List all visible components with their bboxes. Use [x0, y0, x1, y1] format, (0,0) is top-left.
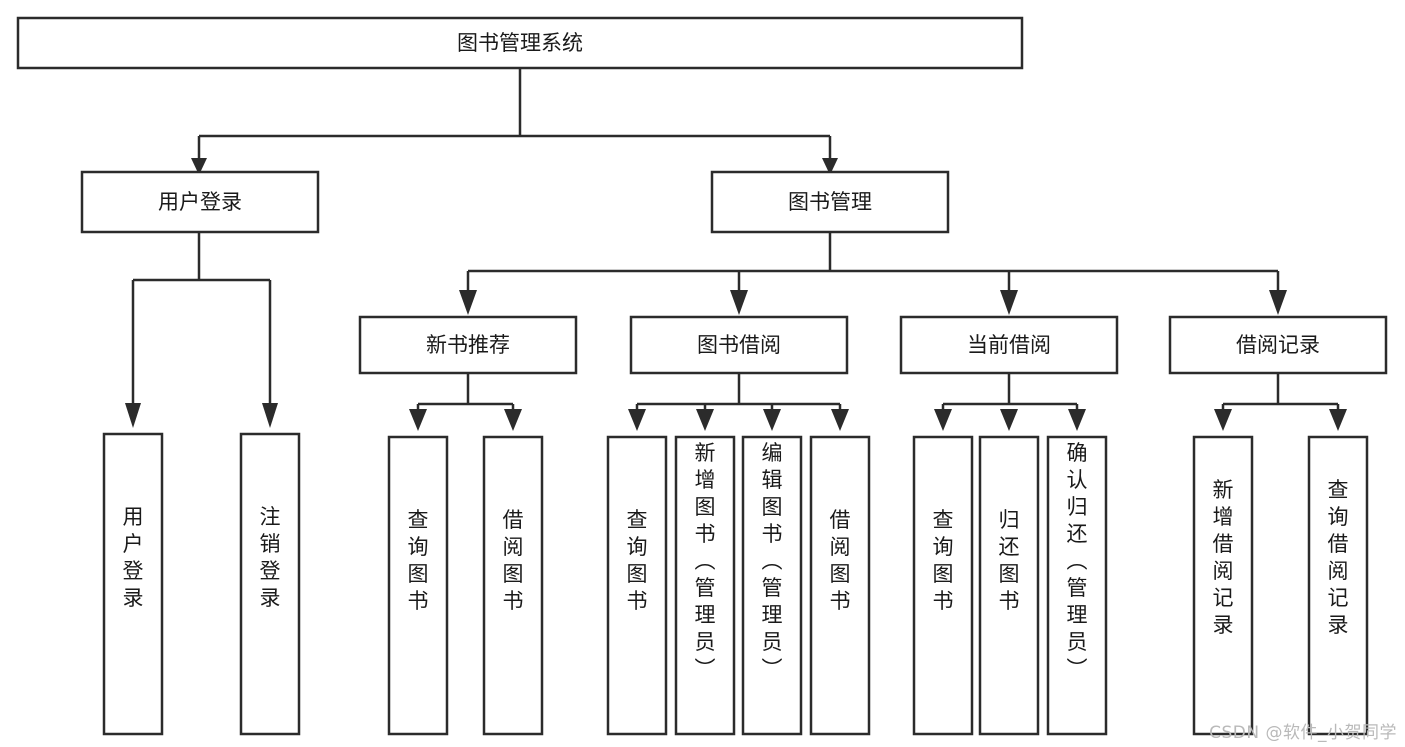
arrow-head-new-book-recommend [459, 290, 477, 315]
node-leaf-edit-book-box[interactable] [741, 435, 803, 736]
arrow-head-leaf-add-book [696, 409, 714, 431]
node-book-manage-box[interactable] [710, 170, 950, 234]
node-borrow-record-box[interactable] [1168, 315, 1388, 375]
node-leaf-return-book-box[interactable] [978, 435, 1040, 736]
node-user-login-box[interactable] [80, 170, 320, 234]
arrow-head-leaf-query-book-3 [934, 409, 952, 431]
node-leaf-add-record-box[interactable] [1192, 435, 1254, 736]
arrow-head-leaf-query-book-2 [628, 409, 646, 431]
node-root-box[interactable] [16, 16, 1024, 70]
node-leaf-edit-book-label: 编辑图书︵管理员︶ [762, 441, 783, 681]
node-borrow-record[interactable]: 借阅记录 [1168, 315, 1388, 375]
connector-new-book-recommend-to-leaves [416, 373, 515, 412]
node-current-borrow-label: 当前借阅 [967, 333, 1051, 357]
connector-group-root [191, 68, 838, 175]
node-leaf-confirm-return-box[interactable] [1046, 435, 1108, 736]
node-leaf-query-record[interactable]: 查询借阅记录 [1307, 435, 1369, 736]
arrow-head-leaf-query-book-1 [409, 409, 427, 431]
node-borrow-record-label: 借阅记录 [1236, 333, 1320, 357]
node-book-borrow-box[interactable] [629, 315, 849, 375]
arrow-head-leaf-borrow-book-1 [504, 409, 522, 431]
node-user-login[interactable]: 用户登录 [80, 170, 320, 234]
node-new-book-recommend-label: 新书推荐 [426, 333, 510, 357]
node-new-book-recommend-box[interactable] [358, 315, 578, 375]
node-leaf-user-login-box[interactable] [102, 432, 164, 736]
node-leaf-add-record[interactable]: 新增借阅记录 [1192, 435, 1254, 736]
node-leaf-return-book[interactable]: 归还图书 [978, 435, 1040, 736]
arrow-head-book-manage [822, 158, 838, 175]
connector-group-book-manage [459, 232, 1287, 315]
node-new-book-recommend[interactable]: 新书推荐 [358, 315, 578, 375]
node-leaf-query-book-1-box[interactable] [387, 435, 449, 736]
node-leaf-query-book-1[interactable]: 查询图书 [387, 435, 449, 736]
node-leaf-confirm-return[interactable]: 确认归还︵管理员︶ [1046, 435, 1108, 736]
node-leaf-user-logout[interactable]: 注销登录 [239, 432, 301, 736]
arrow-head-leaf-user-login [125, 403, 141, 428]
arrow-head-leaf-query-record [1329, 409, 1347, 431]
arrow-head-leaf-edit-book [763, 409, 781, 431]
node-root[interactable]: 图书管理系统 [16, 16, 1024, 70]
node-leaf-user-logout-label: 注销登录 [260, 505, 281, 610]
arrow-head-leaf-return-book [1000, 409, 1018, 431]
node-leaf-user-login-label: 用户登录 [123, 505, 144, 610]
arrow-head-leaf-confirm-return [1068, 409, 1086, 431]
arrow-head-leaf-add-record [1214, 409, 1232, 431]
node-leaf-add-book[interactable]: 新增图书︵管理员︶ [674, 435, 736, 736]
node-leaf-borrow-book-2-box[interactable] [809, 435, 871, 736]
node-leaf-query-book-3-label: 查询图书 [933, 508, 954, 613]
node-leaf-query-book-1-label: 查询图书 [408, 508, 429, 613]
node-current-borrow-box[interactable] [899, 315, 1119, 375]
connector-group-new-book-recommend [409, 373, 522, 431]
node-current-borrow[interactable]: 当前借阅 [899, 315, 1119, 375]
node-leaf-user-login[interactable]: 用户登录 [102, 432, 164, 736]
node-leaf-borrow-book-1-box[interactable] [482, 435, 544, 736]
node-book-manage[interactable]: 图书管理 [710, 170, 950, 234]
connector-book-borrow-to-leaves [635, 373, 842, 412]
node-leaf-query-book-2[interactable]: 查询图书 [606, 435, 668, 736]
node-leaf-edit-book[interactable]: 编辑图书︵管理员︶ [741, 435, 803, 736]
node-leaf-borrow-book-1[interactable]: 借阅图书 [482, 435, 544, 736]
node-leaf-add-record-label: 新增借阅记录 [1213, 478, 1234, 637]
csdn-watermark: CSDN @软件_小贺同学 [1209, 723, 1397, 743]
connector-group-user-login [125, 232, 278, 428]
connector-current-borrow-to-leaves [941, 373, 1079, 412]
node-leaf-query-book-3-box[interactable] [912, 435, 974, 736]
arrow-head-borrow-record [1269, 290, 1287, 315]
node-leaf-add-book-box[interactable] [674, 435, 736, 736]
node-leaf-query-record-box[interactable] [1307, 435, 1369, 736]
arrow-head-user-login [191, 158, 207, 175]
connector-user-login-to-leaves [131, 232, 272, 405]
node-user-login-label: 用户登录 [158, 190, 242, 214]
node-book-manage-label: 图书管理 [788, 190, 872, 214]
connector-group-book-borrow [628, 373, 849, 431]
connector-group-current-borrow [934, 373, 1086, 431]
node-leaf-query-book-2-label: 查询图书 [627, 508, 648, 613]
node-leaf-add-book-label: 新增图书︵管理员︶ [695, 441, 716, 681]
node-leaf-query-book-3[interactable]: 查询图书 [912, 435, 974, 736]
node-leaf-confirm-return-label: 确认归还︵管理员︶ [1067, 441, 1088, 681]
arrow-head-leaf-borrow-book-2 [831, 409, 849, 431]
node-leaf-borrow-book-1-label: 借阅图书 [503, 508, 524, 613]
node-leaf-query-record-label: 查询借阅记录 [1328, 478, 1349, 637]
node-book-borrow[interactable]: 图书借阅 [629, 315, 849, 375]
connector-borrow-record-to-leaves [1221, 373, 1340, 412]
node-leaf-borrow-book-2-label: 借阅图书 [830, 508, 851, 613]
arrow-head-leaf-user-logout [262, 403, 278, 428]
node-leaf-borrow-book-2[interactable]: 借阅图书 [809, 435, 871, 736]
connector-book-manage-to-level2 [466, 232, 1280, 292]
node-leaf-user-logout-box[interactable] [239, 432, 301, 736]
connector-group-borrow-record [1214, 373, 1347, 431]
arrow-head-book-borrow [730, 290, 748, 315]
node-leaf-query-book-2-box[interactable] [606, 435, 668, 736]
arrow-head-current-borrow [1000, 290, 1018, 315]
node-book-borrow-label: 图书借阅 [697, 333, 781, 357]
node-leaf-return-book-label: 归还图书 [999, 508, 1020, 613]
connector-root-to-level1 [197, 68, 832, 160]
node-root-label: 图书管理系统 [457, 31, 583, 55]
